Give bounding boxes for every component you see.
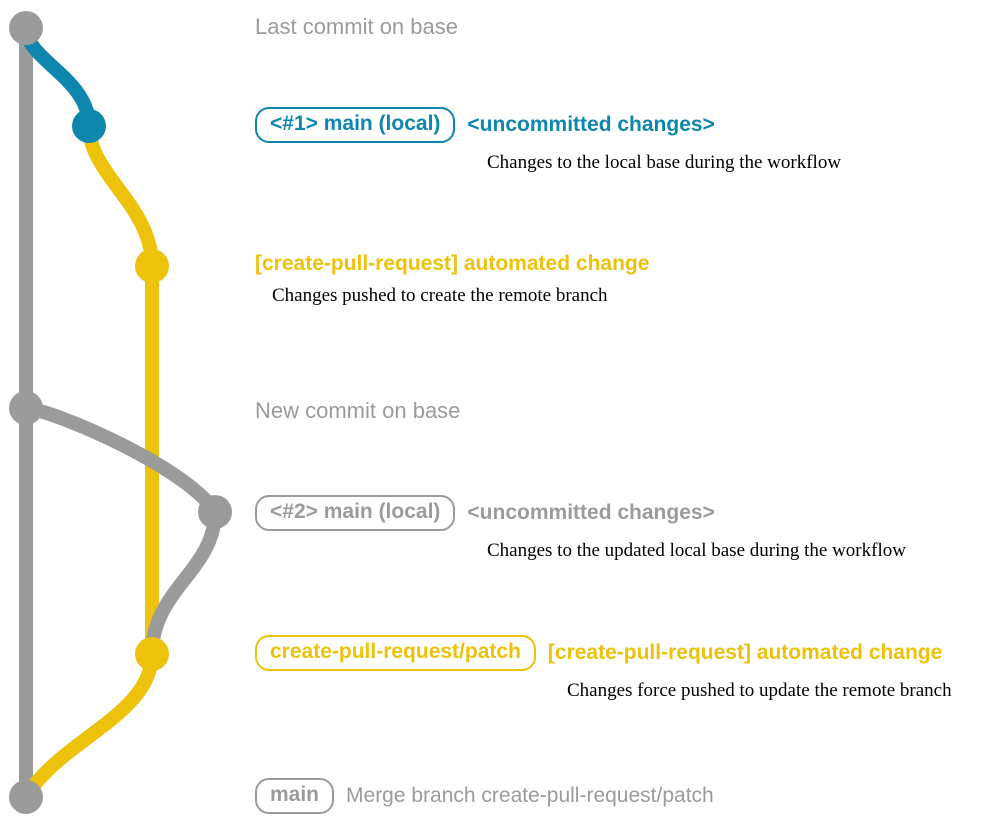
entry-headline-row: <#1> main (local) <uncommitted changes> bbox=[255, 107, 841, 144]
edge-patch-2-to-base-3 bbox=[19, 647, 159, 804]
entry-remote-commit-2: create-pull-request/patch [create-pull-r… bbox=[255, 635, 952, 702]
edge-base-2-to-local-2 bbox=[19, 401, 222, 519]
commit-node-patch-2[interactable] bbox=[135, 637, 169, 671]
commit-note-remote-2: Changes force pushed to update the remot… bbox=[567, 680, 952, 702]
entry-headline-row: [create-pull-request] automated change bbox=[255, 252, 649, 276]
commit-note-remote-1: Changes pushed to create the remote bran… bbox=[272, 285, 608, 307]
label-last-commit-on-base: Last commit on base bbox=[255, 14, 458, 39]
entry-remote-commit-1: [create-pull-request] automated change C… bbox=[255, 252, 649, 307]
commit-note-local-1: Changes to the local base during the wor… bbox=[487, 152, 842, 174]
entry-local-commit-2: <#2> main (local) <uncommitted changes> … bbox=[255, 495, 906, 562]
commit-node-local-2[interactable] bbox=[198, 495, 232, 529]
entry-headline-row: <#2> main (local) <uncommitted changes> bbox=[255, 495, 906, 532]
commit-message-remote-1: [create-pull-request] automated change bbox=[255, 252, 650, 275]
label-new-commit-on-base: New commit on base bbox=[255, 398, 461, 423]
branch-badge-main[interactable]: main bbox=[255, 778, 335, 815]
commit-node-base-2[interactable] bbox=[9, 391, 43, 425]
entry-local-commit-1: <#1> main (local) <uncommitted changes> … bbox=[255, 107, 841, 174]
edge-local-2-to-patch-2 bbox=[145, 505, 222, 661]
commit-message-local-2: <uncommitted changes> bbox=[467, 501, 715, 524]
entry-headline-row: main Merge branch create-pull-request/pa… bbox=[255, 778, 714, 815]
commit-note-local-2: Changes to the updated local base during… bbox=[487, 540, 906, 562]
branch-badge-local-2[interactable]: <#2> main (local) bbox=[255, 495, 456, 532]
commit-message-merge: Merge branch create-pull-request/patch bbox=[346, 784, 714, 807]
entry-headline-row: create-pull-request/patch [create-pull-r… bbox=[255, 635, 952, 672]
branch-badge-patch[interactable]: create-pull-request/patch bbox=[255, 635, 536, 672]
branch-badge-local-1[interactable]: <#1> main (local) bbox=[255, 107, 456, 144]
commit-node-base-1[interactable] bbox=[9, 11, 43, 45]
commit-message-local-1: <uncommitted changes> bbox=[467, 113, 715, 136]
commit-node-patch-1[interactable] bbox=[135, 249, 169, 283]
entry-merge-commit: main Merge branch create-pull-request/pa… bbox=[255, 778, 714, 815]
commit-node-local-1[interactable] bbox=[72, 109, 106, 143]
commit-message-remote-2: [create-pull-request] automated change bbox=[547, 641, 943, 664]
commit-node-base-3[interactable] bbox=[9, 780, 43, 814]
